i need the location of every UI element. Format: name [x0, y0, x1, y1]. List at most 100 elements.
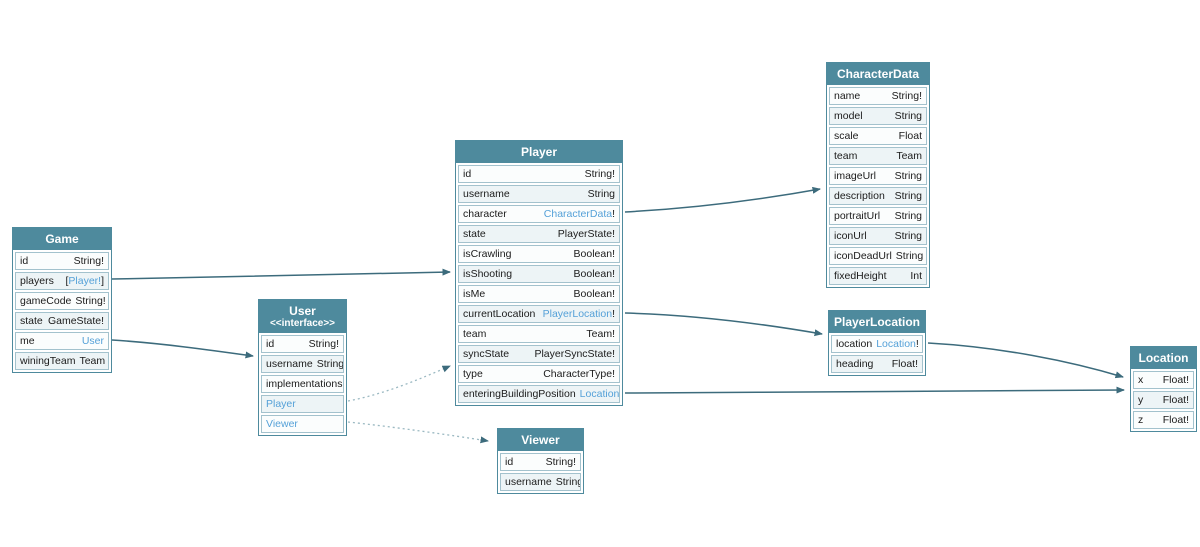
- field-type: String!: [585, 166, 615, 182]
- field-name: x: [1138, 374, 1144, 386]
- table-header-location[interactable]: Location: [1131, 347, 1196, 369]
- table-header-playerlocation[interactable]: PlayerLocation: [829, 311, 925, 333]
- arrow-playerlocation-location-to-location: [927, 342, 1124, 379]
- field-row-user-viewer[interactable]: Viewer: [261, 415, 344, 433]
- table-title: Location: [1138, 351, 1189, 365]
- field-type-text: CharacterType!: [543, 368, 615, 380]
- field-row-player-character[interactable]: character CharacterData!: [458, 205, 620, 223]
- table-title: Game: [45, 232, 79, 246]
- field-type: Boolean!: [574, 246, 615, 262]
- field-row-viewer-id[interactable]: id String!: [500, 453, 581, 471]
- field-type-text: Team: [896, 150, 922, 162]
- field-type-link[interactable]: User: [81, 335, 104, 347]
- field-type: User: [82, 333, 104, 349]
- field-row-characterdata-team[interactable]: team Team: [829, 147, 927, 165]
- field-type-text: PlayerState!: [557, 228, 615, 240]
- field-type-link[interactable]: Location: [876, 338, 916, 350]
- field-row-characterdata-fixedheight[interactable]: fixedHeight Int: [829, 267, 927, 285]
- field-row-player-isme[interactable]: isMe Boolean!: [458, 285, 620, 303]
- field-type-text: String!: [545, 456, 576, 468]
- field-name: id: [505, 456, 514, 468]
- arrow-player-enteringbuildingposition-to-location: [624, 386, 1125, 394]
- table-header-game[interactable]: Game: [13, 228, 111, 250]
- field-type-text: Float!: [1162, 394, 1189, 406]
- field-row-user-player[interactable]: Player: [261, 395, 344, 413]
- field-type-text: !: [612, 208, 615, 220]
- field-type-text: !: [612, 308, 615, 320]
- field-name: username: [505, 476, 552, 488]
- table-header-viewer[interactable]: Viewer: [498, 429, 583, 451]
- field-type: String!: [309, 336, 339, 352]
- field-type-text: [: [65, 275, 69, 287]
- field-name: description: [834, 190, 885, 202]
- field-name: character: [463, 208, 507, 220]
- field-type-link[interactable]: Location: [579, 388, 620, 400]
- field-type-text: Int: [910, 270, 922, 282]
- table-title: PlayerLocation: [833, 315, 921, 329]
- field-row-user-implementations[interactable]: implementations: [261, 375, 344, 393]
- field-name: me: [20, 335, 35, 347]
- field-type-link[interactable]: Player!: [68, 275, 102, 287]
- field-row-game-players[interactable]: players[Player!]: [15, 272, 109, 290]
- field-name: fixedHeight: [834, 270, 887, 282]
- field-name: winingTeam: [20, 355, 76, 367]
- field-type: Int: [910, 268, 922, 284]
- field-type-text: String: [555, 476, 581, 488]
- table-header-characterdata[interactable]: CharacterData: [827, 63, 929, 85]
- field-type-link[interactable]: CharacterData: [543, 208, 613, 220]
- field-name: team: [834, 150, 858, 162]
- field-type-text: Boolean!: [573, 248, 615, 260]
- field-type-text: String: [587, 188, 615, 200]
- field-name: team: [463, 328, 487, 340]
- table-header-user[interactable]: User<<interface>>: [259, 300, 346, 333]
- table-header-player[interactable]: Player: [456, 141, 622, 163]
- field-name: isMe: [463, 288, 486, 300]
- field-type: PlayerLocation!: [543, 306, 615, 322]
- field-type: String: [895, 208, 922, 224]
- field-type-text: !: [915, 338, 919, 350]
- field-type-text: Float: [898, 130, 922, 142]
- field-type-link[interactable]: PlayerLocation: [542, 308, 613, 320]
- field-type-text: Boolean!: [573, 288, 615, 300]
- field-name: location: [836, 338, 873, 350]
- field-name: id: [266, 338, 275, 350]
- field-name: enteringBuildingPosition: [463, 388, 576, 400]
- field-row-game-me[interactable]: me User: [15, 332, 109, 350]
- field-type: Float!: [1163, 412, 1189, 428]
- field-row-user-id[interactable]: id String!: [261, 335, 344, 353]
